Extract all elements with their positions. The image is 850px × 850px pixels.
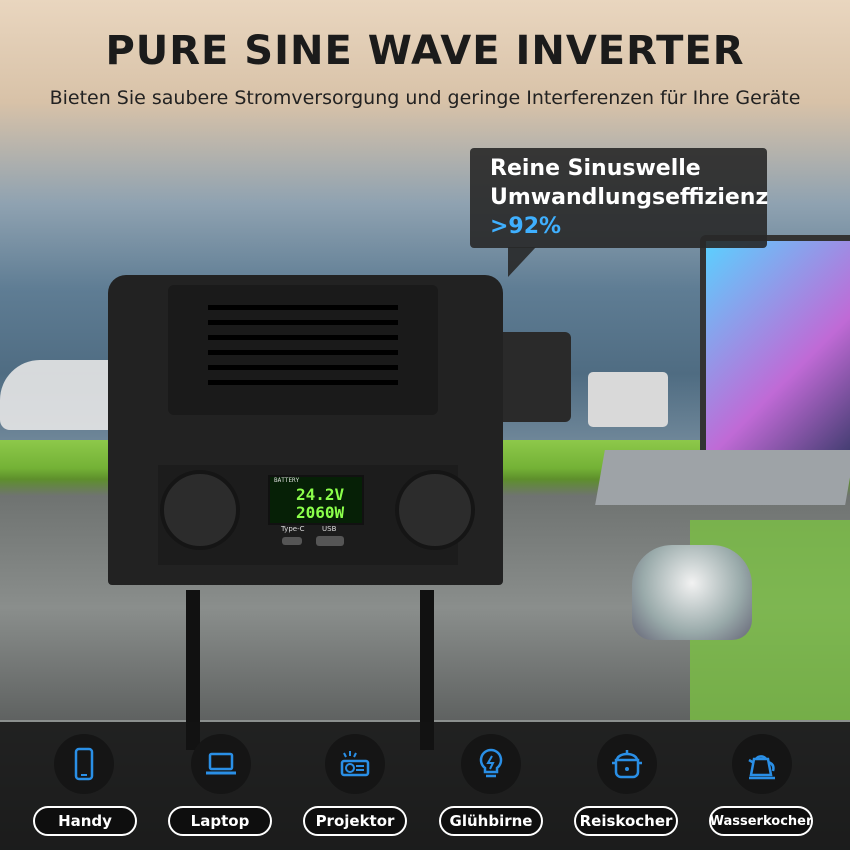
ac-socket-right	[395, 470, 475, 550]
rice-cooker-icon	[597, 734, 657, 794]
projector-icon	[325, 734, 385, 794]
efficiency-callout: Reine Sinuswelle Umwandlungseffizienz >9…	[470, 148, 769, 248]
appliance-label-handy: Handy	[33, 806, 137, 836]
type-c-label: Type-C	[281, 525, 305, 533]
appliance-label-laptop: Laptop	[168, 806, 272, 836]
wattage-readout: 2060W	[296, 503, 345, 522]
ac-socket-left	[160, 470, 240, 550]
appliance-label-gluehbirne: Glühbirne	[439, 806, 543, 836]
lcd-display: BATTERY 24.2V 2060W	[268, 475, 364, 525]
vent-slot	[208, 350, 398, 355]
callout-efficiency-value: >92%	[490, 214, 562, 239]
lightbulb-icon	[461, 734, 521, 794]
appliance-label-wasserkocher: Wasserkocher	[709, 806, 813, 836]
appliance-bar	[0, 722, 850, 850]
vent-slot	[208, 320, 398, 325]
laptop-image	[700, 235, 850, 462]
vent-slot	[208, 380, 398, 385]
usb-port	[316, 536, 344, 546]
voltage-readout: 24.2V	[296, 485, 345, 504]
camera-image	[588, 372, 668, 427]
type-c-port	[282, 537, 302, 545]
vent-slot	[208, 335, 398, 340]
laptop-keyboard	[595, 450, 850, 505]
callout-line-1: Reine Sinuswelle	[490, 156, 701, 181]
power-cable-left	[186, 590, 200, 750]
page-title: PURE SINE WAVE INVERTER	[105, 28, 745, 74]
phone-icon	[54, 734, 114, 794]
case-latch	[632, 545, 752, 640]
page-subtitle: Bieten Sie saubere Stromversorgung und g…	[49, 87, 801, 109]
speaker-image	[493, 332, 571, 422]
appliance-label-reiskocher: Reiskocher	[574, 806, 678, 836]
usb-label: USB	[322, 525, 337, 533]
laptop-icon	[191, 734, 251, 794]
power-cable-right	[420, 590, 434, 750]
vent-slot	[208, 305, 398, 310]
vent-slot	[208, 365, 398, 370]
kettle-icon	[732, 734, 792, 794]
battery-label: BATTERY	[274, 477, 300, 484]
callout-line-2: Umwandlungseffizienz	[490, 185, 769, 210]
appliance-label-projektor: Projektor	[303, 806, 407, 836]
callout-tail	[508, 247, 536, 277]
